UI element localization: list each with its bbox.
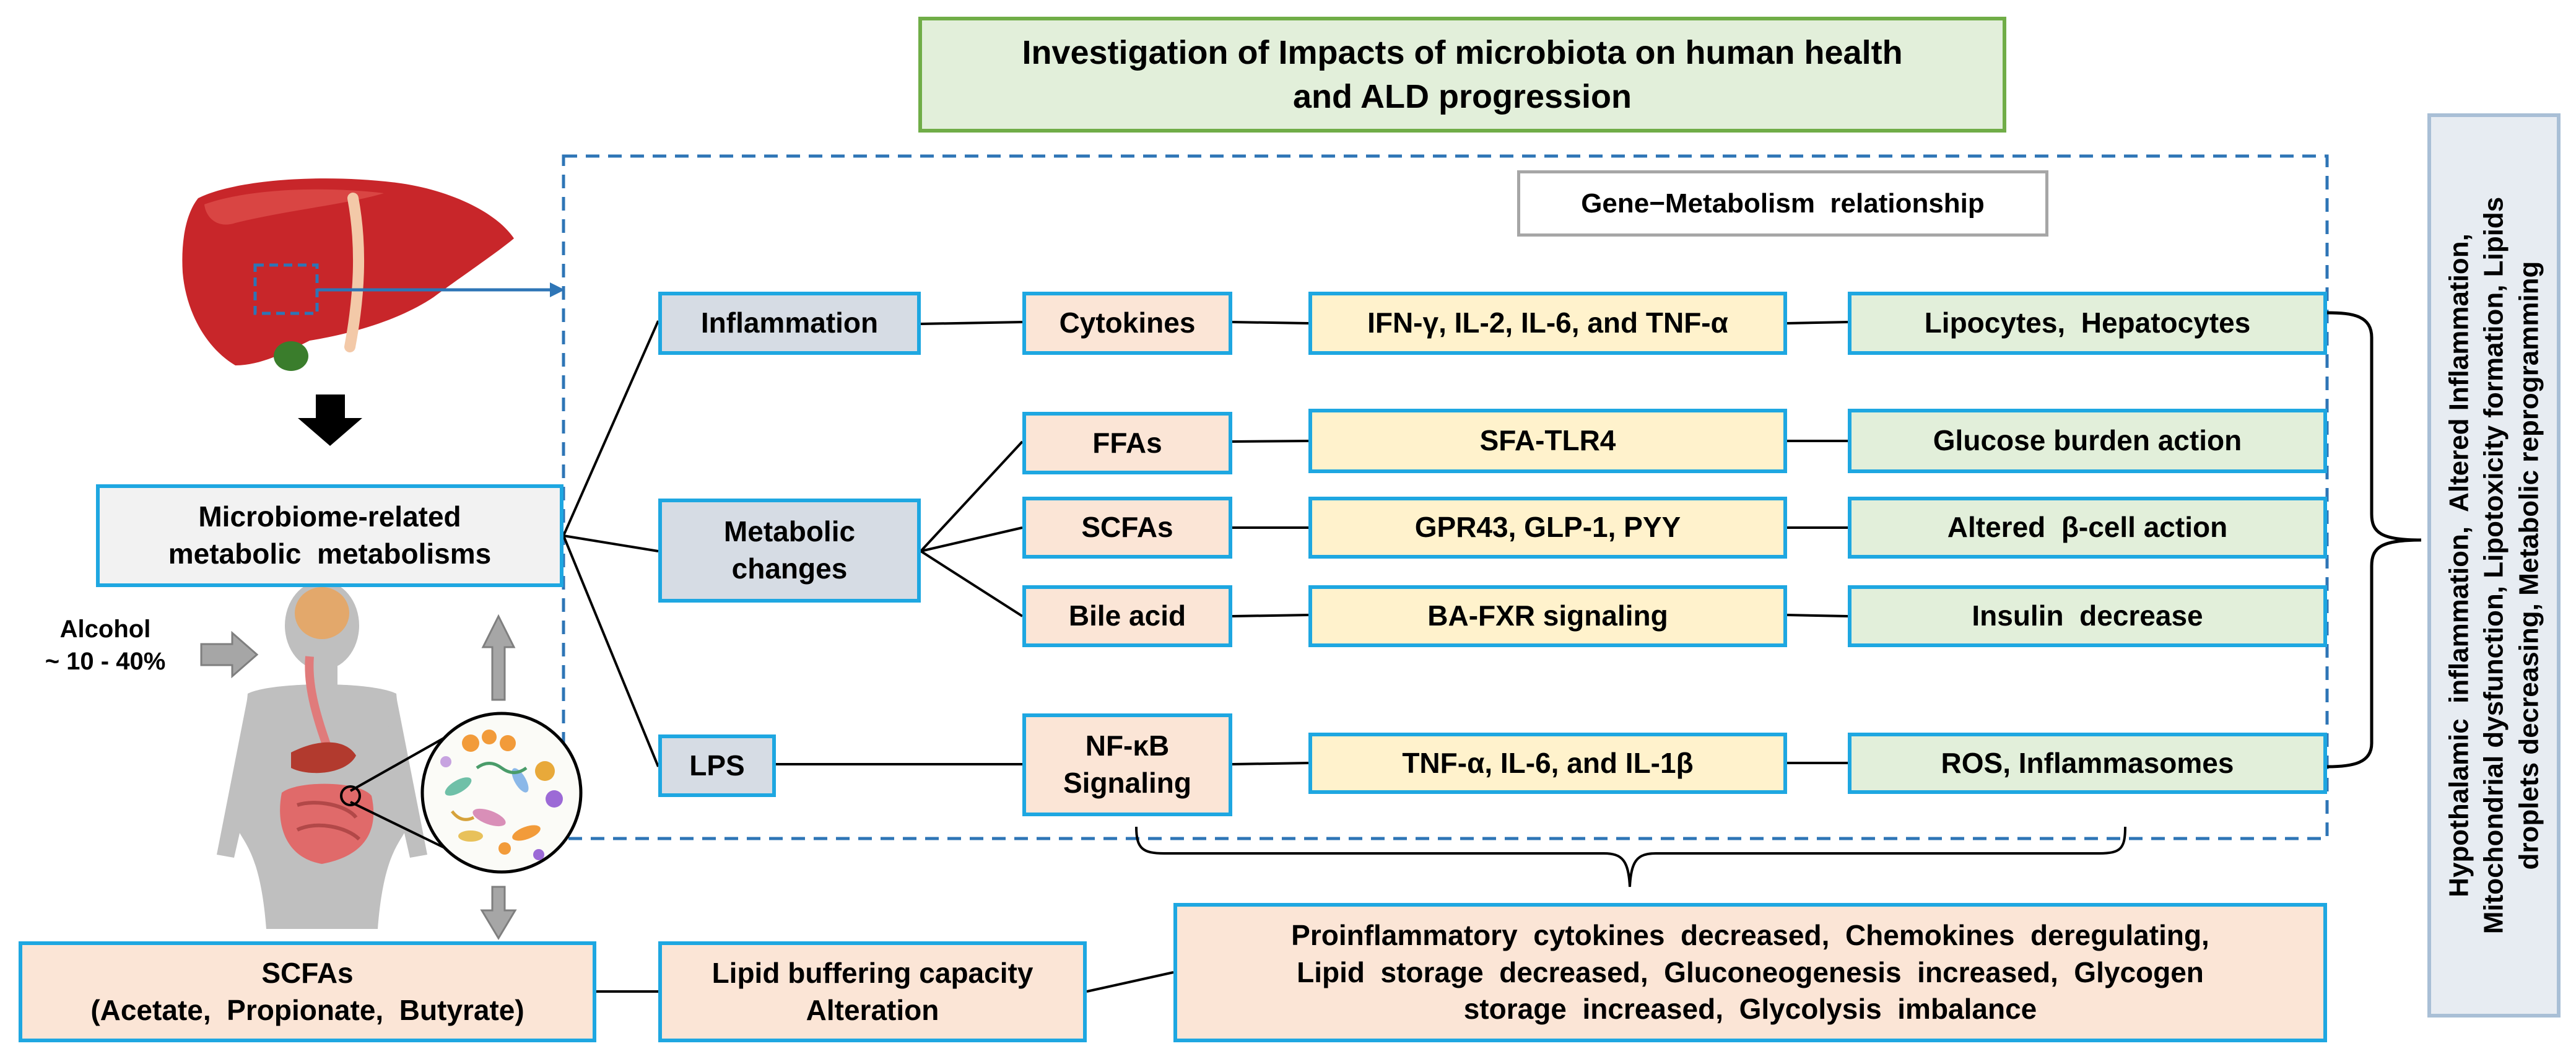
signal-ifn: IFN-γ, IL-2, IL-6, and TNF-α: [1308, 292, 1787, 355]
nfkb-line-2: Signaling: [1063, 767, 1191, 799]
outcome-glucose: Glucose burden action: [1848, 409, 2327, 473]
signal-ba-fxr: BA-FXR signaling: [1308, 585, 1787, 647]
microbiome-line-2: metabolic metabolisms: [168, 538, 492, 570]
effects-line-2: Lipid storage decreased, Gluconeogenesis…: [1297, 956, 2204, 988]
effects-line-3: storage increased, Glycolysis imbalance: [1463, 993, 2037, 1026]
signal-gpr43: GPR43, GLP-1, PYY: [1308, 497, 1787, 559]
title-box: Investigation of Impacts of microbiota o…: [918, 17, 2006, 133]
scfas-bottom-line-1: SCFAs: [261, 956, 354, 989]
signal-tnf: TNF-α, IL-6, and IL-1β: [1308, 733, 1787, 794]
microbiota-circle: [420, 712, 583, 874]
alcohol-line-1: Alcohol: [59, 616, 151, 643]
gene-metabolism-label: Gene−Metabolism relationship: [1517, 170, 2048, 237]
metabolic-line-1: Metabolic: [723, 515, 856, 548]
outcome-beta-cell: Altered β-cell action: [1848, 497, 2327, 559]
alcohol-arrow: [200, 630, 259, 679]
effects-line-1: Proinflammatory cytokines decreased, Che…: [1291, 918, 2209, 951]
scfas-bottom-box: SCFAs (Acetate, Propionate, Butyrate): [19, 941, 596, 1042]
summary-text: Hypothalamic inflammation, Altered Infla…: [2442, 89, 2546, 1042]
mediator-bile-acid: Bile acid: [1022, 585, 1232, 647]
microbiome-line-1: Microbiome-related: [198, 500, 461, 533]
mediator-nfkb-signaling: NF-κB Signaling: [1022, 713, 1232, 816]
alcohol-line-2: ~ 10 - 40%: [45, 648, 166, 675]
connectors: [562, 311, 2422, 993]
signal-sfa-tlr4: SFA-TLR4: [1308, 409, 1787, 473]
metabolic-line-2: changes: [731, 552, 848, 585]
mediator-scfas: SCFAs: [1022, 497, 1232, 559]
lipid-buffering-line-1: Lipid buffering capacity: [711, 956, 1033, 989]
down-arrow: [298, 394, 362, 446]
dashed-frame: [562, 154, 2329, 840]
human-silhouette: [217, 581, 427, 929]
lipid-buffering-box: Lipid buffering capacity Alteration: [658, 941, 1087, 1042]
category-lps: LPS: [658, 734, 776, 797]
summary-line-3: droplets decreasing, Metabolic reprogram…: [2513, 261, 2544, 870]
alcohol-label: Alcohol ~ 10 - 40%: [19, 613, 192, 678]
category-inflammation: Inflammation: [658, 292, 921, 355]
down-gray-arrow: [480, 886, 517, 940]
up-arrow: [481, 614, 516, 701]
summary-box: Hypothalamic inflammation, Altered Infla…: [2427, 113, 2561, 1018]
scfas-bottom-line-2: (Acetate, Propionate, Butyrate): [90, 993, 524, 1026]
mediator-ffas: FFAs: [1022, 412, 1232, 474]
effects-box: Proinflammatory cytokines decreased, Che…: [1173, 903, 2327, 1042]
title-line-2: and ALD progression: [1292, 77, 1632, 115]
liver-illustration: [182, 178, 514, 371]
category-metabolic-changes: Metabolic changes: [658, 499, 921, 603]
lipid-buffering-line-2: Alteration: [806, 993, 939, 1026]
outcome-ros: ROS, Inflammasomes: [1848, 733, 2327, 794]
outcome-insulin: Insulin decrease: [1848, 585, 2327, 647]
nfkb-line-1: NF-κB: [1085, 730, 1170, 762]
summary-line-1: Hypothalamic inflammation, Altered Infla…: [2443, 233, 2474, 897]
outcome-lipocytes: Lipocytes, Hepatocytes: [1848, 292, 2327, 355]
title-line-1: Investigation of Impacts of microbiota o…: [1022, 34, 1903, 72]
mediator-cytokines: Cytokines: [1022, 292, 1232, 355]
summary-line-2: Mitochondrial dysfunction, Lipotoxicity …: [2478, 196, 2509, 935]
microbiome-box: Microbiome-related metabolic metabolisms: [96, 484, 564, 587]
